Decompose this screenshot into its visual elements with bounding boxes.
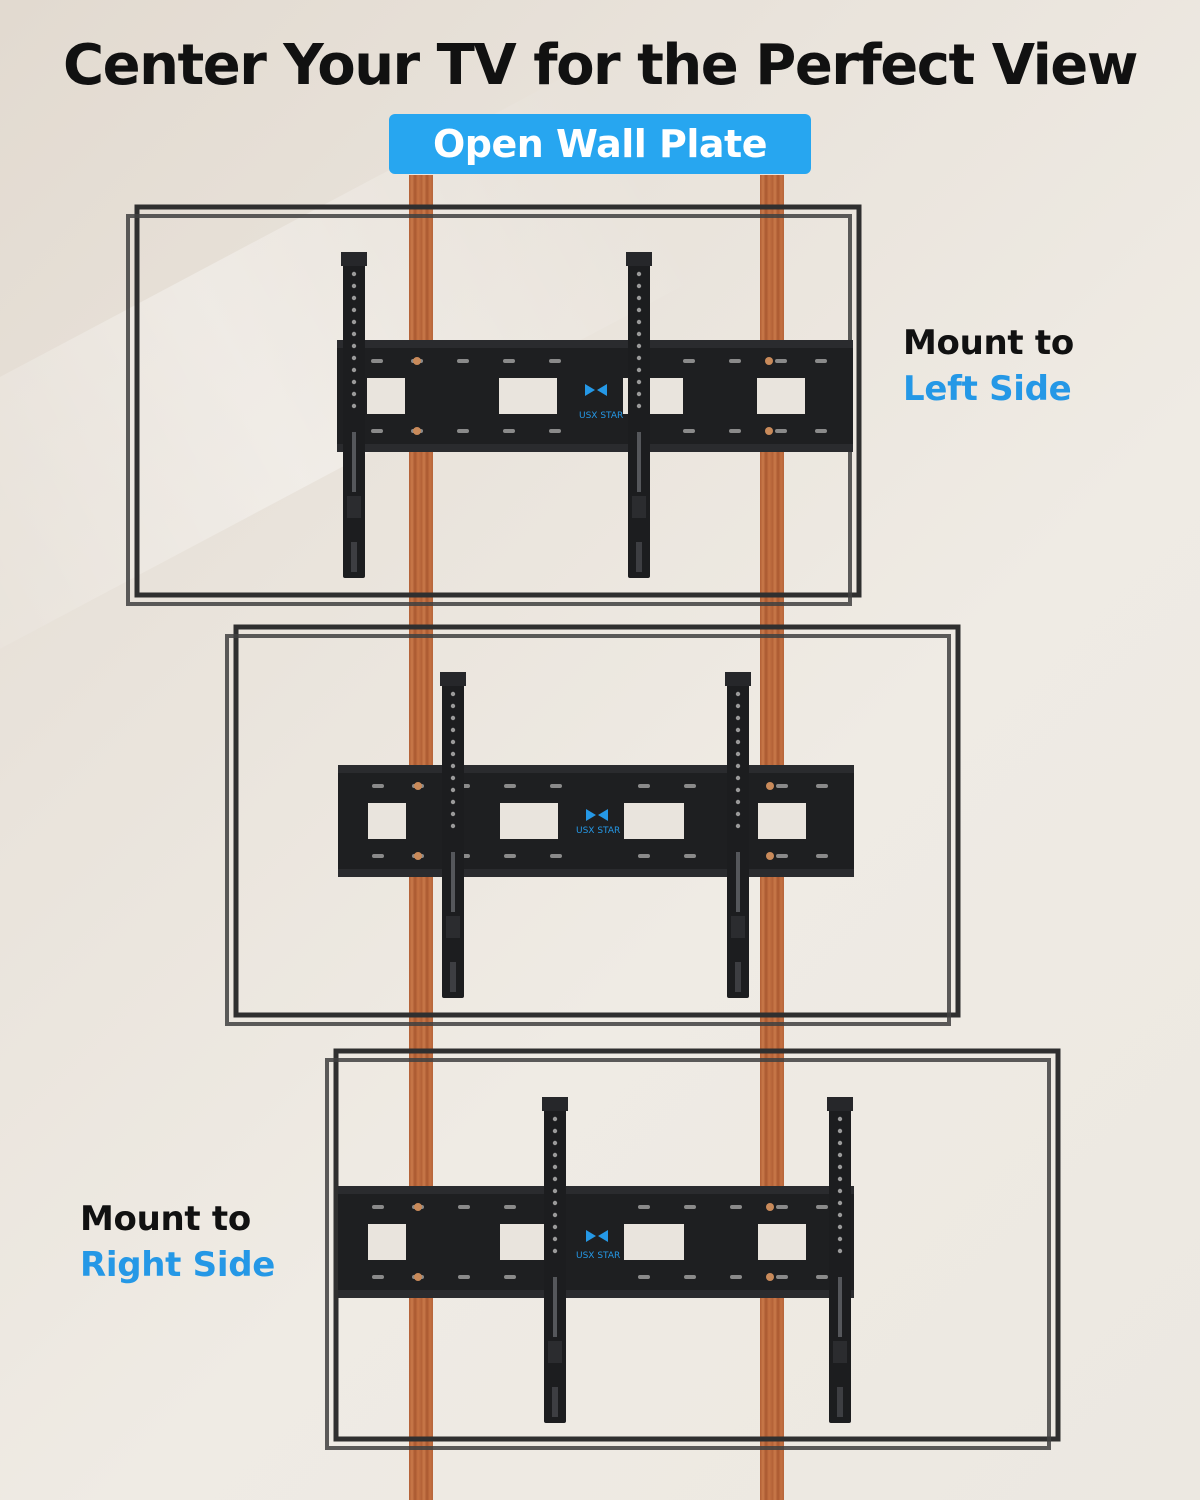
brand-logo: USX STAR: [576, 1251, 620, 1261]
bracket-arm: [341, 252, 367, 578]
bracket-arm: [440, 672, 466, 998]
caption-left-line1: Mount to: [903, 323, 1074, 363]
bracket-arm: [542, 1097, 568, 1423]
caption-right-line2: Right Side: [80, 1245, 276, 1285]
bracket-arm: [725, 672, 751, 998]
bracket-arm: [827, 1097, 853, 1423]
caption-left-line2: Left Side: [903, 369, 1072, 409]
open-wall-plate-badge: Open Wall Plate: [389, 114, 811, 174]
wall-plate-centered: [338, 765, 854, 877]
caption-left-side: Mount to Left Side: [903, 320, 1074, 412]
bracket-arm: [626, 252, 652, 578]
headline: Center Your TV for the Perfect View: [63, 33, 1138, 98]
tv-frame-right-mount: [325, 1048, 1061, 1450]
wall-plate-right-mount: [338, 1186, 854, 1298]
caption-right-line1: Mount to: [80, 1199, 251, 1239]
brand-logo: USX STAR: [576, 826, 620, 836]
tv-frame-centered: [225, 624, 961, 1026]
wall-plate-left-mount: [337, 340, 853, 452]
brand-logo: USX STAR: [579, 411, 623, 421]
caption-right-side: Mount to Right Side: [80, 1196, 275, 1288]
